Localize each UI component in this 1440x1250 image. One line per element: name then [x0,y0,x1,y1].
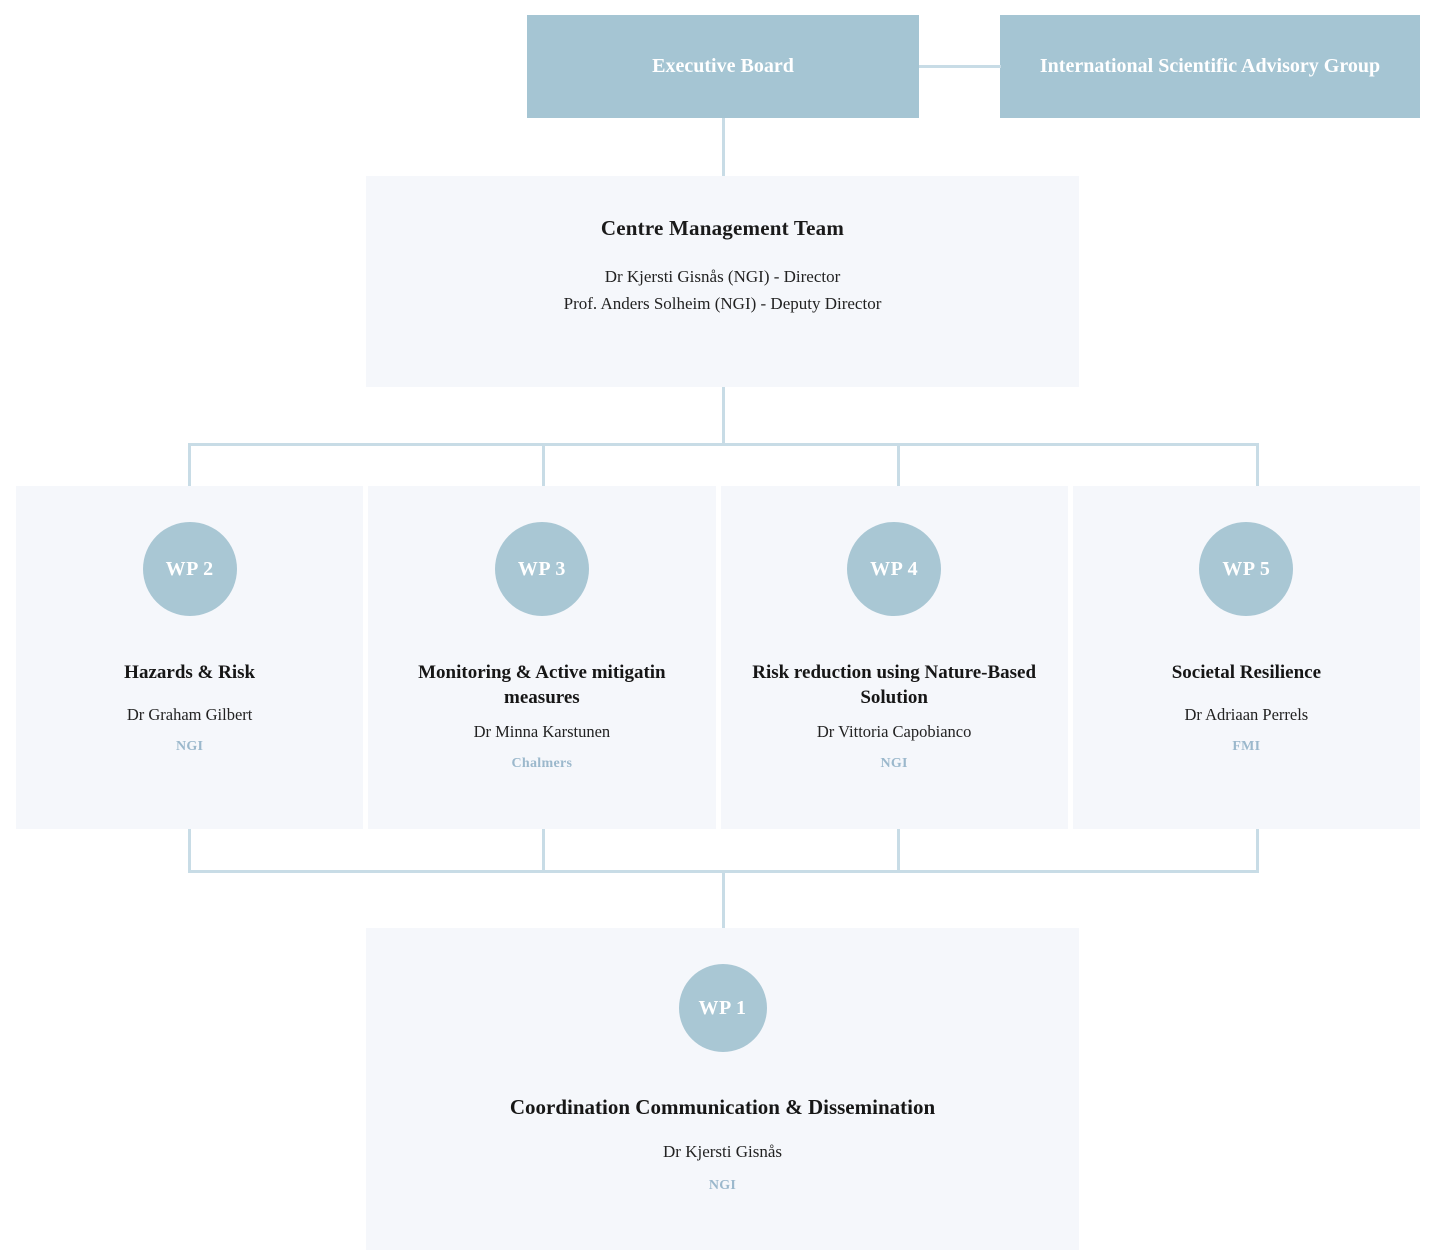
wp4-badge-icon: WP 4 [847,522,942,616]
wp4-badge-label: WP 4 [870,557,919,580]
deputy-director-name: Prof. Anders Solheim (NGI) - Deputy Dire… [563,294,882,314]
wp1-badge-label: WP 1 [698,996,747,1019]
connector-wp3-to-bus-bottom [542,829,545,873]
director-name: Dr Kjersti Gisnås (NGI) - Director [604,267,841,286]
connector-wp-bus-top [188,443,1259,446]
wp1-lead-name: Dr Kjersti Gisnås [663,1141,782,1161]
connector-bus-to-wp1 [722,870,725,929]
wp3-title: Monitoring & Active mitigatin measures [418,662,666,709]
wp4-affiliation: NGI [880,756,908,772]
wp5-affiliation: FMI [1232,739,1261,755]
wp2-lead-name: Dr Graham Gilbert [126,705,253,725]
connector-bus-to-wp2 [188,443,191,487]
wp4-lead-name: Dr Vittoria Capobianco [816,722,972,742]
wp3-badge-label: WP 3 [517,557,566,580]
wp3-lead-name: Dr Minna Karstunen [473,722,611,742]
advisory-group-label: International Scientific Advisory Group [1039,55,1381,77]
centre-management-team-panel: Centre Management Team Dr Kjersti Gisnås… [366,176,1079,387]
executive-board-label: Executive Board [652,55,794,77]
wp3-affiliation: Chalmers [511,756,573,772]
wp2-badge-label: WP 2 [165,557,214,580]
wp5-lead-name: Dr Adriaan Perrels [1184,705,1309,725]
executive-board-box[interactable]: Executive Board [527,15,919,118]
wp2-affiliation: NGI [175,739,204,755]
wp5-badge-label: WP 5 [1222,557,1271,580]
work-package-panel-wp4[interactable]: WP 4 Risk reduction using Nature-Based S… [720,486,1068,829]
connector-bus-to-wp4 [897,443,900,487]
wp1-badge-icon: WP 1 [678,964,767,1052]
wp3-badge-icon: WP 3 [494,522,589,616]
connector-bus-to-wp3 [542,443,545,487]
work-package-panel-wp5[interactable]: WP 5 Societal Resilience Dr Adriaan Perr… [1072,486,1420,829]
wp4-title: Risk reduction using Nature-Based Soluti… [752,662,1037,709]
work-package-row: WP 2 Hazards & Risk Dr Graham Gilbert NG… [16,486,1420,829]
wp2-title: Hazards & Risk [124,662,256,683]
connector-wp4-to-bus-bottom [897,829,900,873]
work-package-panel-wp2[interactable]: WP 2 Hazards & Risk Dr Graham Gilbert NG… [16,486,364,829]
wp1-affiliation: NGI [708,1177,737,1193]
connector-bus-to-wp5 [1256,443,1259,487]
wp5-badge-icon: WP 5 [1199,522,1294,616]
wp1-title: Coordination Communication & Disseminati… [509,1095,936,1119]
connector-board-to-advisory [919,65,1001,68]
work-package-panel-wp1[interactable]: WP 1 Coordination Communication & Dissem… [366,928,1079,1250]
international-scientific-advisory-group-box[interactable]: International Scientific Advisory Group [1000,15,1420,118]
centre-management-team-title: Centre Management Team [600,216,845,240]
wp2-badge-icon: WP 2 [142,522,237,616]
connector-wp5-to-bus-bottom [1256,829,1259,873]
connector-management-down [722,387,725,443]
work-package-panel-wp3[interactable]: WP 3 Monitoring & Active mitigatin measu… [368,486,716,829]
connector-board-to-management [722,118,725,177]
wp5-title: Societal Resilience [1171,662,1322,683]
connector-wp2-to-bus-bottom [188,829,191,873]
